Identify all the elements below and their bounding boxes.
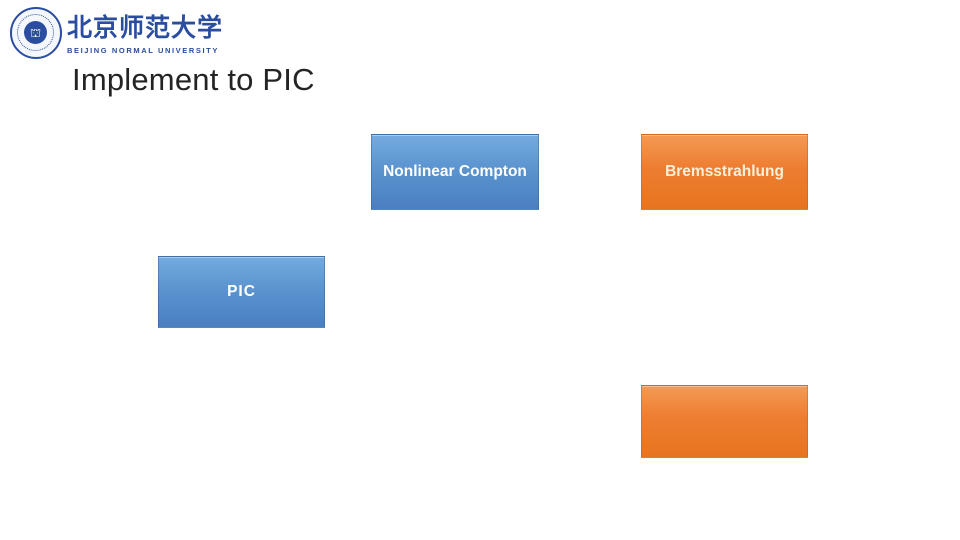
box-bremsstrahlung: Bremsstrahlung [641, 134, 808, 210]
box-bremsstrahlung-label: Bremsstrahlung [665, 163, 784, 180]
box-pic: PIC [158, 256, 325, 328]
university-logo: ⛫ 北京师范大学 BEIJING NORMAL UNIVERSITY [10, 7, 223, 59]
seal-inner-ring [17, 14, 54, 51]
box-empty-orange [641, 385, 808, 458]
box-pic-label: PIC [227, 283, 256, 300]
pagoda-icon: ⛫ [29, 25, 42, 40]
seal-core: ⛫ [24, 21, 47, 44]
university-seal-icon: ⛫ [10, 7, 62, 59]
slide-title: Implement to PIC [72, 62, 315, 97]
university-name-chinese: 北京师范大学 [67, 13, 224, 42]
university-name-english: BEIJING NORMAL UNIVERSITY [67, 46, 219, 55]
box-nonlinear-compton-label: Nonlinear Compton [383, 163, 527, 180]
box-nonlinear-compton: Nonlinear Compton [371, 134, 539, 210]
logo-text-block: 北京师范大学 BEIJING NORMAL UNIVERSITY [67, 7, 223, 55]
